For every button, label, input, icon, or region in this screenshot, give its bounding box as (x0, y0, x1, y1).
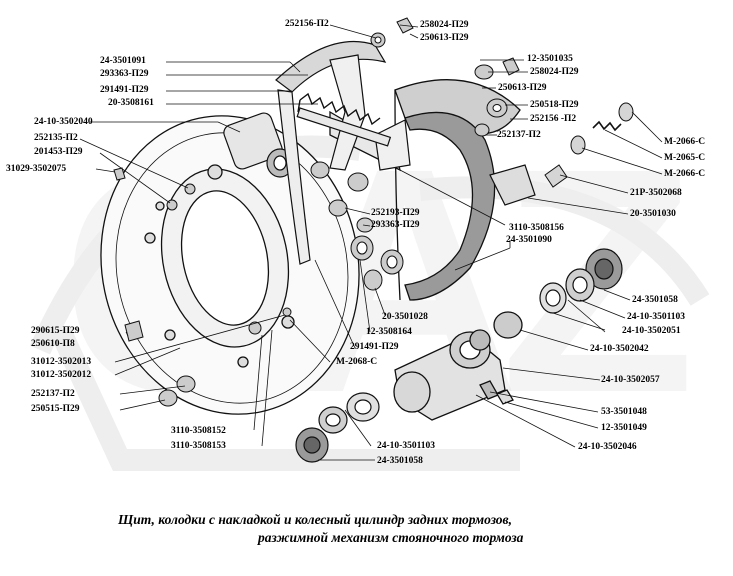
part-label: 250613-П29 (498, 83, 547, 93)
part-label: 252156 -П2 (530, 114, 577, 124)
adjuster-stack (544, 102, 634, 188)
part-label: 291491-П29 (350, 342, 399, 352)
part-label: 250518-П29 (530, 100, 579, 110)
parking-lever (329, 54, 536, 206)
part-label: М-2065-С (664, 153, 706, 163)
part-label: 291491-П29 (100, 85, 149, 95)
part-label: 290615-П29 (31, 326, 80, 336)
part-label: 20-3508161 (108, 98, 154, 108)
leader-lines (79, 24, 663, 461)
part-label: М-2068-С (336, 357, 378, 367)
return-spring (297, 92, 381, 126)
part-label: 24-10-3502046 (578, 442, 637, 452)
part-label: 24-3501091 (100, 56, 146, 66)
part-label: 24-3501090 (506, 235, 552, 245)
part-label: 31012-3502012 (31, 370, 92, 380)
part-label: 12-3501035 (527, 54, 573, 64)
part-label: 293363-П29 (100, 69, 149, 79)
part-label: 24-10-3501103 (377, 441, 436, 451)
part-label: М-2066-С (664, 137, 706, 147)
part-label: 250515-П29 (31, 404, 80, 414)
part-label: 24-10-3502042 (590, 344, 649, 354)
part-label: 53-3501048 (601, 407, 647, 417)
part-label: 24-3501058 (632, 295, 678, 305)
diagram-caption-line-1: Щит, колодки с накладкой и колесный цили… (118, 512, 512, 527)
part-label: 252137-П2 (31, 389, 75, 399)
diagram-caption-line-2: разжимной механизм стояночного тормоза (258, 530, 524, 545)
part-label: 31012-3502013 (31, 357, 92, 367)
part-label: 250613-П29 (420, 33, 469, 43)
part-label: 20-3501030 (630, 209, 676, 219)
wheel-cylinder (393, 311, 523, 421)
pistons-right (539, 248, 623, 314)
part-label: 252137-П2 (497, 130, 541, 140)
part-label: 12-3508164 (366, 327, 412, 337)
part-label: 252135-П2 (34, 133, 78, 143)
hardware-parts (113, 17, 520, 407)
part-label: 258024-П29 (420, 20, 469, 30)
part-label: 293363-П29 (371, 220, 420, 230)
part-label: 12-3501049 (601, 423, 647, 433)
part-label: 3110-3508152 (171, 426, 226, 436)
part-label: 201453-П29 (34, 147, 83, 157)
part-label: 20-3501028 (382, 312, 428, 322)
pistons-left (295, 392, 380, 463)
part-label: 24-10-3502040 (34, 117, 93, 127)
part-label: 21Р-3502068 (630, 188, 682, 198)
expander-bar (296, 107, 392, 147)
brake-shoe-left (275, 41, 387, 265)
part-label: 24-10-3501103 (627, 312, 686, 322)
part-label: 24-3501058 (377, 456, 423, 466)
part-label: 3110-3508153 (171, 441, 226, 451)
part-label: 250610-П8 (31, 339, 75, 349)
part-label: 252156-П2 (285, 19, 329, 29)
part-label: 24-10-3502051 (622, 326, 681, 336)
part-label: 258024-П29 (530, 67, 579, 77)
part-label: 252193-П29 (371, 208, 420, 218)
part-label: М-2066-С (664, 169, 706, 179)
part-label: 3110-3508156 (509, 223, 564, 233)
part-label: 24-10-3502057 (601, 375, 660, 385)
part-label: 31029-3502075 (6, 164, 67, 174)
